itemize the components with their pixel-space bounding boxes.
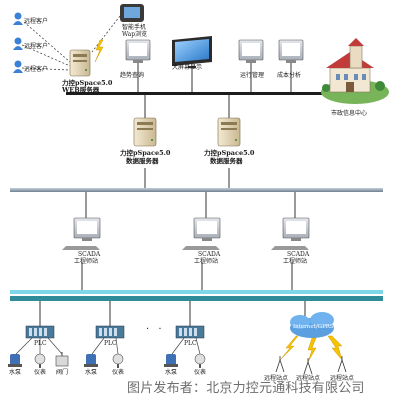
meter-icon [112, 353, 124, 368]
device-label: 仪表 [112, 369, 125, 376]
backbone-bus [66, 92, 352, 95]
watermark-caption: 图片发布者：北京力控元通科技有限公司 [127, 381, 365, 396]
pump-icon [164, 354, 178, 367]
workstation-icon [271, 217, 310, 250]
antenna-icon [275, 356, 285, 373]
wireless-links [279, 335, 343, 363]
scada-sublabel: 工程师站 [283, 258, 308, 265]
data-server-label-2: 数据服务器 [126, 157, 159, 165]
plc-connectors [39, 301, 306, 326]
remote-station-label: 远程站点 [330, 375, 355, 382]
pump-icon [8, 354, 22, 367]
data-server-label-2: 数据服务器 [210, 157, 243, 165]
data-server-label-1: 力控pSpace5.0 [204, 149, 255, 157]
plc-icon [175, 325, 205, 339]
antenna-icon [303, 358, 313, 375]
device-label: 水泵 [85, 369, 98, 376]
device-label: 仪表 [194, 369, 207, 376]
workstation-icon [182, 217, 221, 250]
info-center-label: 市政信息中心 [331, 110, 368, 117]
device-label: 仪表 [34, 369, 47, 376]
trend-query-label: 趋势查询 [120, 72, 145, 79]
plc-icon [25, 325, 55, 339]
cost-analysis-label: 成本分析 [277, 72, 302, 79]
scada-label: SCADA [198, 251, 221, 258]
scada-sublabel: 工程师站 [74, 258, 99, 265]
data-server-icon [217, 117, 241, 147]
pump-icon [84, 354, 98, 367]
person-icon [13, 12, 23, 25]
smartphone-label-2: Wap浏览 [122, 31, 148, 38]
client-label: 远程客户 [24, 43, 49, 50]
device-label: 水泵 [9, 369, 22, 376]
smartphone-icon [120, 4, 144, 22]
scada-sublabel: 工程师站 [194, 258, 219, 265]
big-screen-icon [172, 36, 212, 68]
client-label: 远程客户 [24, 66, 49, 73]
web-server-icon [69, 49, 91, 77]
lan-bus [10, 188, 383, 192]
web-server-label-2: WEB服务器 [62, 86, 100, 94]
plc-label: PLC [104, 340, 117, 347]
plc-icon [95, 325, 125, 339]
scada-connectors [81, 192, 296, 290]
data-server-icon [133, 117, 157, 147]
client-links [21, 15, 121, 71]
cloud-icon [290, 312, 334, 338]
device-label: 阀门 [56, 369, 69, 376]
web-server-label-1: 力控pSpace5.0 [62, 79, 113, 87]
monitor-icon [238, 39, 264, 63]
valve-icon [55, 352, 69, 367]
plc-label: PLC [34, 340, 47, 347]
client-label: 远程客户 [24, 18, 49, 25]
city-building-icon [321, 38, 389, 104]
device-label: 水泵 [165, 369, 178, 376]
field-bus-cyan [10, 290, 383, 294]
internet-label: Internet/GPRS [293, 324, 334, 330]
field-bus-teal [10, 296, 383, 301]
remote-station-label: 远程站点 [296, 375, 321, 382]
plc-label: PLC [184, 340, 197, 347]
scada-label: SCADA [287, 251, 310, 258]
top-connectors [137, 62, 292, 188]
smartphone-label-1: 智能手机 [122, 24, 147, 31]
workstation-icon [62, 217, 101, 250]
scada-label: SCADA [78, 251, 101, 258]
operation-mgmt-label: 运行管理 [240, 72, 265, 79]
remote-station-label: 远程站点 [264, 375, 289, 382]
ellipsis: · · [146, 324, 165, 335]
monitor-icon [125, 39, 151, 63]
data-server-label-1: 力控pSpace5.0 [120, 149, 171, 157]
monitor-icon [278, 39, 304, 63]
device-links [15, 337, 201, 355]
meter-icon [34, 353, 46, 368]
person-icon [13, 60, 23, 73]
meter-icon [194, 353, 206, 368]
person-icon [13, 37, 23, 50]
antenna-icon [337, 356, 347, 373]
lightning-icon [94, 39, 104, 63]
big-screen-label: 大屏幕显示 [172, 64, 203, 71]
